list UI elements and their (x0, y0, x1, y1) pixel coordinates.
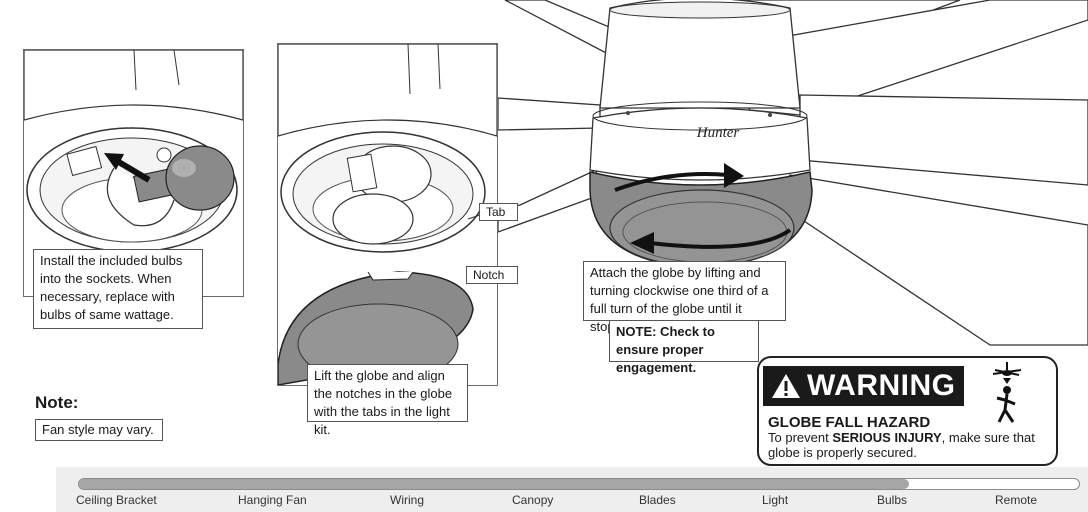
step2-text: Lift the globe and align the notches in … (314, 368, 453, 437)
warning-emphasis: SERIOUS INJURY (832, 430, 942, 445)
warning-box: WARNING GLOBE FALL HAZARD To prevent SER… (757, 356, 1058, 466)
progress-step-4[interactable]: Blades (639, 493, 676, 507)
globe-align-illustration (278, 44, 497, 385)
step2-instruction: Lift the globe and align the notches in … (307, 364, 468, 437)
step1-instruction: Install the included bulbs into the sock… (33, 249, 203, 329)
fan-style-text: Fan style may vary. (42, 422, 154, 437)
step2-panel (277, 43, 498, 386)
progress-step-7[interactable]: Remote (995, 493, 1038, 507)
step3-note-text: NOTE: Check to ensure proper engagement. (616, 324, 715, 375)
progress-fill (79, 479, 909, 489)
progress-track (78, 478, 1080, 490)
warning-triangle-icon (772, 374, 800, 398)
rotate-arrow-icon (649, 228, 792, 249)
tab-label: Tab (479, 203, 518, 221)
progress-step-5[interactable]: Light (762, 493, 789, 507)
step3-note: NOTE: Check to ensure proper engagement. (609, 320, 759, 375)
warning-text: To prevent SERIOUS INJURY, make sure tha… (768, 430, 1038, 460)
falling-globe-person-icon (992, 362, 1022, 423)
progress-step-0[interactable]: Ceiling Bracket (76, 493, 157, 507)
warning-heading: WARNING (807, 369, 956, 402)
rotate-arrow-icon (614, 172, 729, 192)
warning-prefix: To prevent (768, 430, 833, 445)
notch-label: Notch (466, 266, 518, 284)
step1-text: Install the included bulbs into the sock… (40, 253, 183, 322)
fan-style-note: Fan style may vary. (35, 419, 163, 441)
brand-logo: Hunter (696, 125, 740, 141)
warning-header: WARNING (763, 366, 964, 406)
progress-step-3[interactable]: Canopy (512, 493, 554, 507)
bulb-install-illustration (24, 50, 243, 253)
progress-step-2[interactable]: Wiring (390, 493, 425, 507)
step3-instruction: Attach the globe by lifting and turning … (583, 261, 786, 334)
progress-step-1[interactable]: Hanging Fan (238, 493, 307, 507)
fan-illustration: Hunter (497, 0, 1088, 346)
hazard-title: GLOBE FALL HAZARD (768, 414, 931, 431)
note-title: Note: (35, 393, 79, 412)
progress-step-6[interactable]: Bulbs (877, 493, 908, 507)
warning-suffix: , make sure that globe is properly secur… (768, 430, 1035, 460)
